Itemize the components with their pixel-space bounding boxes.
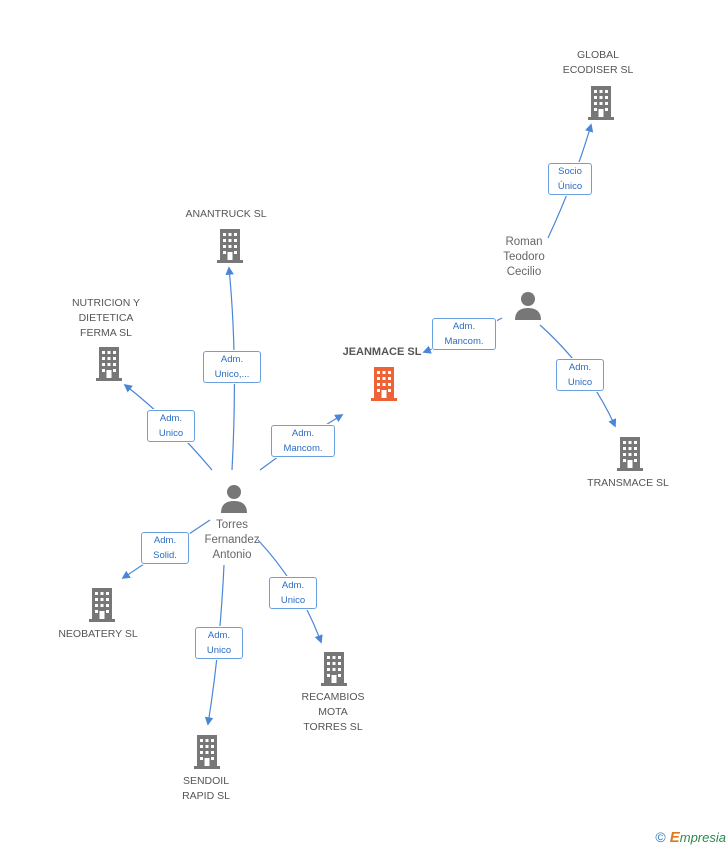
building-icon-anantruck[interactable] — [215, 229, 245, 268]
person-label-roman[interactable]: Roman Teodoro Cecilio — [503, 236, 545, 278]
company-label-sendoil[interactable]: SENDOIL RAPID SL — [182, 775, 230, 802]
empresia-watermark[interactable]: ©Empresia — [655, 829, 726, 846]
relation-torres-sendoil[interactable]: Adm. Unico — [195, 627, 243, 659]
company-label-global[interactable]: GLOBAL ECODISER SL — [562, 49, 634, 76]
relation-roman-global[interactable]: Socio Único — [548, 163, 592, 195]
building-icon-global[interactable] — [586, 86, 616, 125]
copyright-icon: © — [655, 829, 666, 845]
relation-roman-jeanmace[interactable]: Adm. Mancom. — [432, 318, 496, 350]
company-label-transmace[interactable]: TRANSMACE SL — [587, 477, 669, 489]
brand-initial: E — [669, 829, 680, 846]
center-company-label[interactable]: JEANMACE SL — [342, 346, 422, 358]
relation-torres-anantruck[interactable]: Adm. Unico,... — [203, 351, 261, 383]
person-label-torres[interactable]: Torres Fernandez Antonio — [204, 519, 260, 561]
building-icon-recambios[interactable] — [319, 652, 349, 691]
person-icon-roman[interactable] — [513, 291, 543, 326]
building-icon-jeanmace[interactable] — [369, 367, 399, 406]
relation-torres-recambios[interactable]: Adm. Unico — [269, 577, 317, 609]
relation-torres-jeanmace[interactable]: Adm. Mancom. — [271, 425, 335, 457]
person-icon-torres[interactable] — [219, 484, 249, 519]
relation-torres-neobatery[interactable]: Adm. Solid. — [141, 532, 189, 564]
building-icon-neobatery[interactable] — [87, 588, 117, 627]
relation-roman-transmace[interactable]: Adm. Unico — [556, 359, 604, 391]
company-label-neobatery[interactable]: NEOBATERY SL — [58, 628, 138, 640]
building-icon-sendoil[interactable] — [192, 735, 222, 774]
company-label-nutricion[interactable]: NUTRICION Y DIETETICA FERMA SL — [71, 297, 141, 339]
company-label-anantruck[interactable]: ANANTRUCK SL — [185, 208, 267, 220]
brand-rest: mpresia — [679, 830, 726, 845]
building-icon-nutricion[interactable] — [94, 347, 124, 386]
company-label-recambios[interactable]: RECAMBIOS MOTA TORRES SL — [301, 691, 365, 733]
relation-torres-nutricion[interactable]: Adm. Unico — [147, 410, 195, 442]
building-icon-transmace[interactable] — [615, 437, 645, 476]
